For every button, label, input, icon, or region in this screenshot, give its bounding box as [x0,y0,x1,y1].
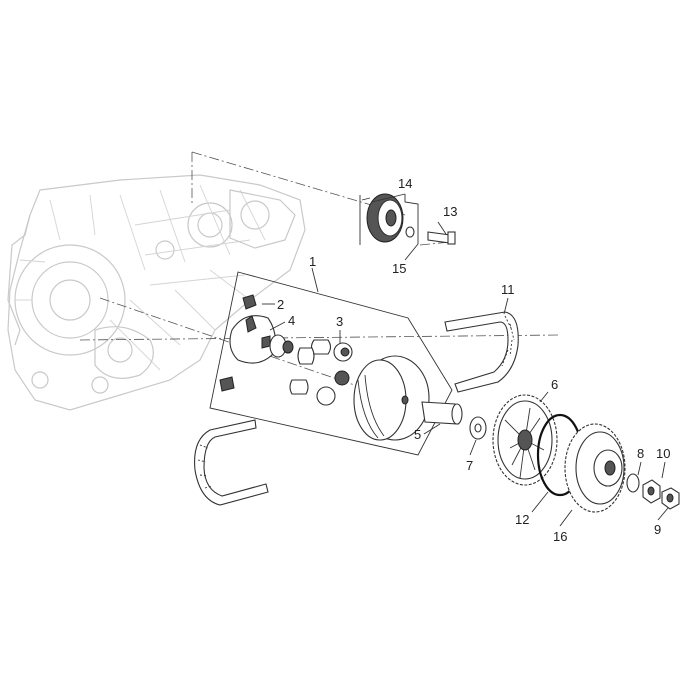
callout-7: 7 [466,458,473,473]
fan-pulley [492,394,558,486]
assembly-axis-lines [79,151,561,393]
callout-12: 12 [515,512,529,527]
variator-pulley [353,355,430,441]
callout-5: 5 [414,427,421,442]
clutch-nut [642,479,661,504]
callout-9: 9 [654,522,661,537]
drive-belt-lower [194,419,269,506]
callout-14: 14 [398,176,412,191]
idler-roller [359,193,404,245]
callout-4: 4 [288,313,295,328]
ramp-plate [229,315,294,364]
callout-3: 3 [336,314,343,329]
clutch-washer [626,473,640,493]
pulley-washer [469,416,487,440]
roller-bolt [427,231,456,245]
leader-lines [262,193,669,527]
pulley-bushing [421,401,463,425]
callout-2: 2 [277,297,284,312]
callout-10: 10 [656,446,670,461]
small-washer [405,226,415,238]
variator-rollers [289,339,353,406]
slider-clip [242,294,257,310]
callout-1: 1 [309,254,316,269]
callout-16: 16 [553,529,567,544]
crankcase-ghost [7,174,306,411]
callout-13: 13 [443,204,457,219]
end-nut [661,487,680,510]
drive-belt-upper [444,311,519,393]
callout-11: 11 [501,282,515,297]
callout-6: 6 [551,377,558,392]
callout-8: 8 [637,446,644,461]
slider-clip-lower [219,376,235,392]
callout-15: 15 [392,261,406,276]
clutch-assembly [564,423,626,513]
